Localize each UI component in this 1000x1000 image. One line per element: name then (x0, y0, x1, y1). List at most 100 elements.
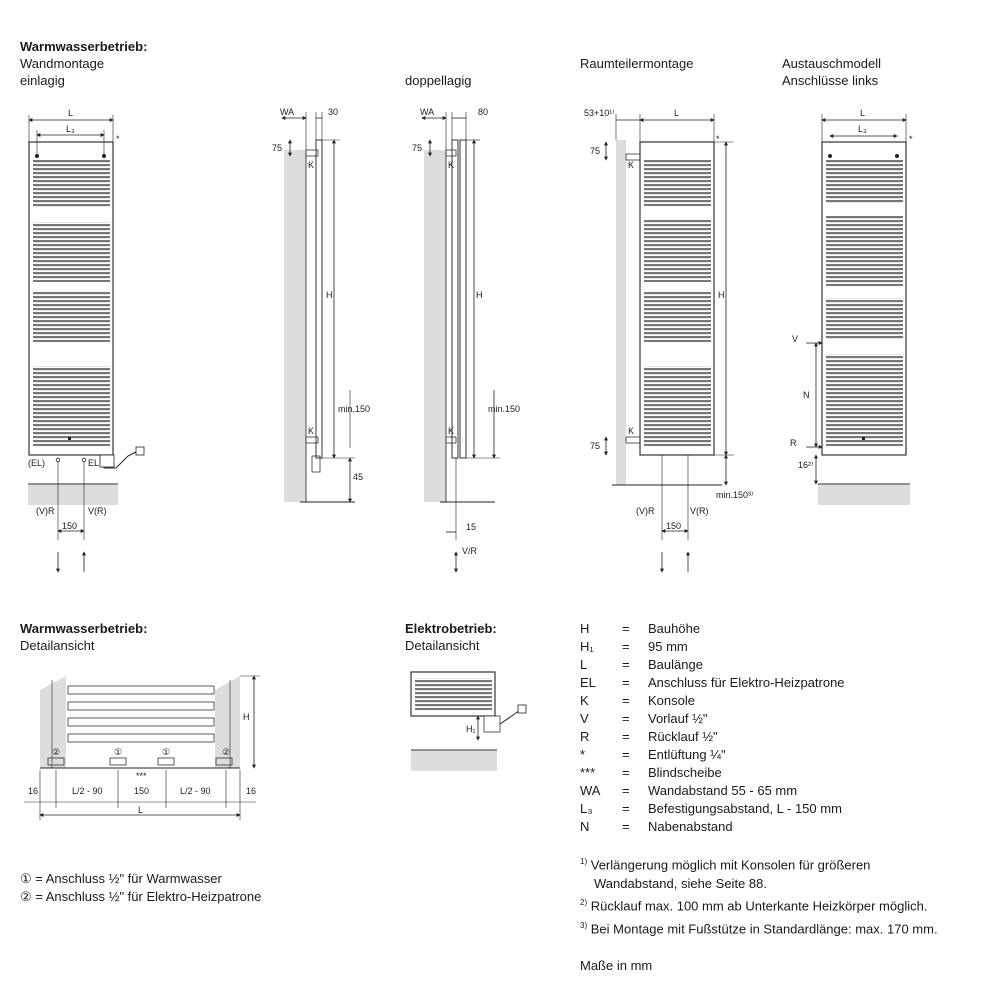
legend-equals: = (622, 675, 630, 690)
dim-label-R: R (790, 438, 797, 448)
dim-label-N: N (803, 390, 810, 400)
legend-definition: Blindscheibe (648, 765, 722, 780)
legend-equals: = (622, 693, 630, 708)
dim-label-H1: H₁ (466, 724, 476, 734)
connection-note-2: ② = Anschluss ½" für Elektro-Heizpatrone (20, 889, 262, 904)
legend-row: K = Konsole (580, 692, 845, 710)
heading-room-divider: Raumteilermontage (580, 56, 694, 71)
dim-label-H: H (326, 290, 333, 300)
legend-symbol: WA (580, 783, 601, 798)
dim-label-75-bottom-4: 75 (590, 441, 601, 451)
legend-row: EL = Anschluss für Elektro-Heizpatrone (580, 674, 845, 692)
connection-notes: ① = Anschluss ½" für Warmwasser ② = Ansc… (20, 870, 261, 906)
legend-equals: = (622, 801, 630, 816)
dim-label-blind-disc: *** (136, 771, 147, 781)
dim-label-L3-5: L₃ (858, 124, 867, 134)
legend-definition: Nabenabstand (648, 819, 733, 834)
dim-label-150: 150 (62, 521, 78, 531)
legend-row: H₁ = 95 mm (580, 638, 845, 656)
legend-equals: = (622, 657, 630, 672)
legend-symbol: *** (580, 765, 596, 780)
dim-label-L2-90-left: L/2 - 90 (72, 786, 103, 796)
dim-label-75-top-4: 75 (590, 146, 601, 156)
dim-label-150-detail: 150 (134, 786, 150, 796)
dim-label-16-2: 16²⁾ (798, 460, 814, 470)
dim-label-K-bottom: K (308, 426, 315, 436)
legend-row: L=Baulänge (580, 656, 845, 674)
heading-replacement-model: Austauschmodell (782, 56, 881, 71)
view-replacement-model (806, 114, 910, 505)
dim-label-75: 75 (272, 143, 283, 153)
dim-label-K-bottom-2: K (448, 426, 455, 436)
legend-definition: Wandabstand 55 - 65 mm (648, 783, 798, 798)
dim-label-VR-right: V(R) (88, 506, 107, 516)
dim-label-WA: WA (280, 107, 295, 117)
legend-definition: Entlüftung ¼" (648, 747, 726, 762)
heading-connections-left: Anschlüsse links (782, 73, 879, 88)
legend-symbol: R (580, 729, 590, 744)
dim-label-K-top-4: K (628, 160, 635, 170)
dim-label-vent: * (116, 134, 120, 144)
legend-symbol: K (580, 693, 589, 708)
footnote-3: 3) Bei Montage mit Fußstütze in Standard… (580, 920, 938, 936)
view-room-divider (604, 114, 734, 573)
legend-symbol: N (580, 819, 590, 834)
legend-symbol: L₃ (580, 801, 593, 816)
view-wall-single-side (281, 112, 355, 503)
dim-label-16-right: 16 (246, 786, 257, 796)
dim-label-H-detail: H (243, 712, 250, 722)
legend-equals: = (622, 621, 630, 636)
dim-label-16-left: 16 (28, 786, 39, 796)
view-wall-single-front (28, 115, 145, 573)
dim-label-min150-3: min.150³⁾ (716, 490, 754, 500)
legend-symbol: L (580, 657, 588, 672)
legend-equals: = (622, 639, 630, 654)
connection-marker-1-right: ① (162, 747, 171, 757)
dim-label-15: 15 (466, 522, 477, 532)
dim-label-min150-2: min.150 (488, 404, 521, 414)
footnote-1-cont: Wandabstand, siehe Seite 88. (594, 876, 767, 892)
legend-definition: Bauhöhe (648, 621, 701, 636)
dim-label-L2-90-right: L/2 - 90 (180, 786, 211, 796)
dim-label-K-top: K (308, 160, 315, 170)
heading-warm-water-detail: Warmwasserbetrieb: (20, 621, 148, 636)
dim-label-L-4: L (674, 108, 680, 118)
dim-label-K-bottom-4: K (628, 426, 635, 436)
dim-label-150-4: 150 (666, 521, 682, 531)
legend-symbol: V (580, 711, 589, 726)
legend-symbol: H₁ (580, 639, 594, 654)
footnote-1: 1) Verlängerung möglich mit Konsolen für… (580, 857, 871, 873)
legend-equals: = (622, 819, 630, 834)
view-wall-double-side (421, 112, 500, 573)
legend-symbol: H (580, 621, 590, 636)
legend-definition: Anschluss für Elektro-Heizpatrone (648, 675, 845, 690)
dim-label-WA-2: WA (420, 107, 435, 117)
heading-warm-water-mode: Warmwasserbetrieb: (20, 39, 148, 54)
legend-symbol: EL (580, 675, 596, 690)
dim-label-VR: V/R (462, 546, 478, 556)
dim-label-EL-right: EL (88, 458, 100, 468)
legend-definition: 95 mm (648, 639, 688, 654)
legend-row: L₃=Befestigungsabstand, L - 150 mm (580, 800, 845, 818)
legend-row: V = Vorlauf ½" (580, 710, 845, 728)
heading-wall-mount: Wandmontage (20, 56, 105, 71)
dim-label-VR-left: (V)R (36, 506, 55, 516)
legend-row: R=Rücklauf ½" (580, 728, 845, 746)
heading-single-layer: einlagig (20, 73, 65, 88)
connection-marker-2-left: ② (52, 747, 61, 757)
dim-label-H-4: H (718, 290, 725, 300)
legend-row: ***=Blindscheibe (580, 764, 845, 782)
legend-definition: Konsole (648, 693, 695, 708)
legend-definition: Vorlauf ½" (648, 711, 708, 726)
heading-double-layer: doppellagig (405, 73, 472, 88)
legend-definition: Rücklauf ½" (648, 729, 718, 744)
legend-row: *=Entlüftung ¼" (580, 746, 845, 764)
footnotes: 1) Verlängerung möglich mit Konsolen für… (580, 852, 938, 975)
connection-marker-1-left: ① (114, 747, 123, 757)
dim-label-75-2: 75 (412, 143, 423, 153)
legend-equals: = (622, 711, 630, 726)
dim-label-L3: L₃ (66, 124, 75, 134)
heading-electric-detail-sub: Detailansicht (405, 638, 480, 653)
dim-label-VR-right-4: V(R) (690, 506, 709, 516)
